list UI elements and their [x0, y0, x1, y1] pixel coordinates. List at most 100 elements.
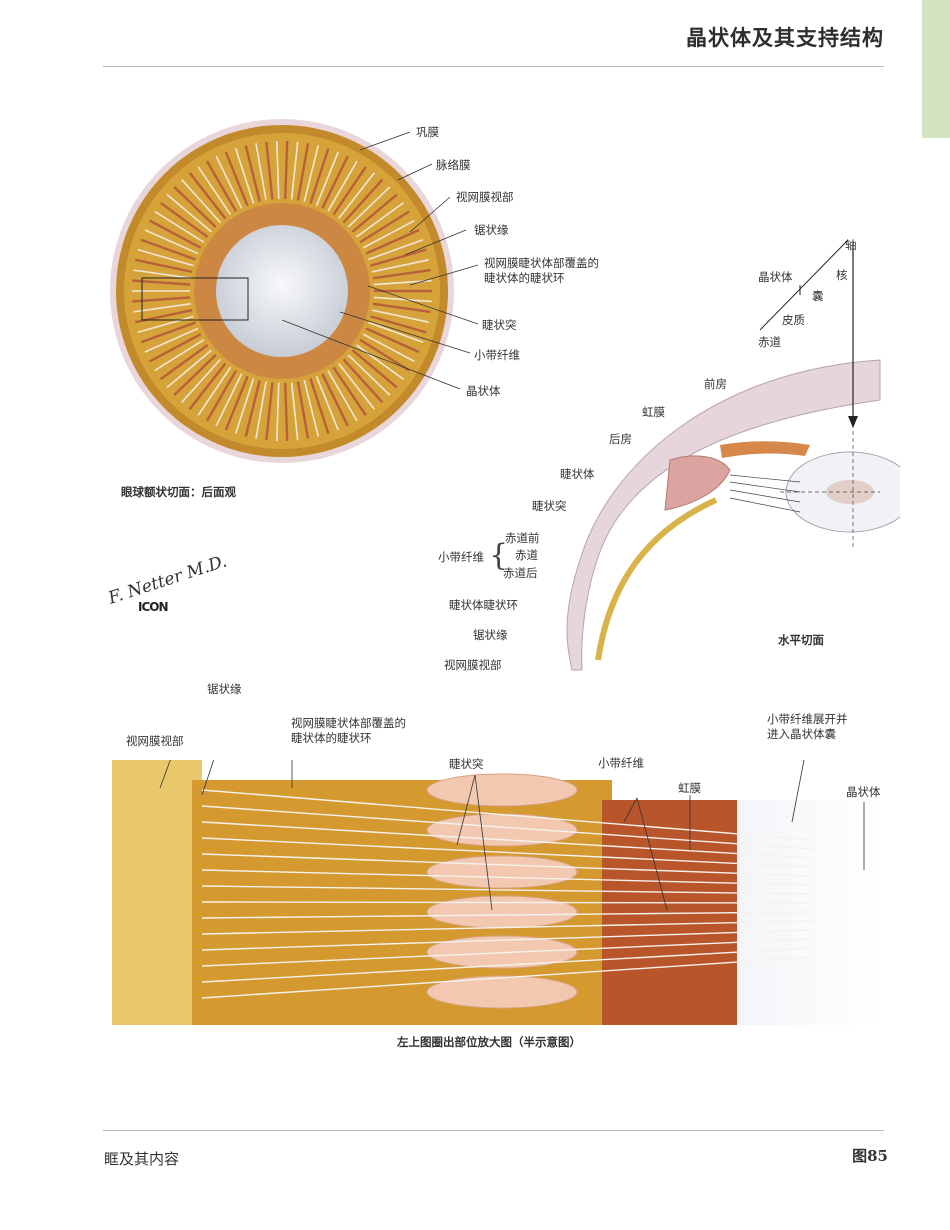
ciliary-process-ray	[362, 333, 415, 363]
ciliary-process-ray	[234, 148, 255, 204]
label-lens: 晶状体	[466, 384, 501, 398]
ciliary-process-ray	[359, 210, 410, 244]
label-ora-serrata: 锯状缘	[474, 223, 509, 237]
ciliary-processes-radial	[132, 141, 432, 441]
ciliary-process-ray	[154, 339, 205, 372]
zonular-fiber	[201, 911, 813, 919]
label-ciliary-process-b: 睫状突	[532, 499, 567, 513]
horizontal-section-illustration	[566, 239, 900, 671]
ciliary-process-ray	[351, 193, 398, 233]
ciliary-process-ray	[224, 151, 249, 207]
label-pre-equatorial: 赤道前	[505, 531, 540, 545]
icon-logo: ICON	[138, 600, 168, 614]
label-ciliary-process: 睫状突	[482, 318, 517, 332]
label-ciliary-ring-b: 睫状体睫状环	[449, 598, 518, 612]
label-ciliary-process-c: 睫状突	[449, 757, 484, 771]
label-iris-c: 虹膜	[678, 781, 701, 795]
label-retina-optic-c: 视网膜视部	[126, 734, 184, 748]
label-zonular-fibers: 小带纤维	[474, 348, 520, 362]
chapter-side-tab	[922, 0, 950, 138]
iris-shape	[720, 441, 810, 458]
ciliary-process-ray	[137, 315, 194, 334]
ciliary-process-ray	[188, 362, 227, 410]
ciliary-process-ray	[362, 219, 415, 249]
ciliary-process-ray	[303, 145, 320, 202]
ciliary-process-ray	[173, 354, 217, 397]
label-anterior-chamber: 前房	[704, 377, 727, 391]
ciliary-process-ray	[371, 259, 429, 273]
ciliary-process-ray	[290, 141, 299, 200]
zonular-fiber-lines	[201, 789, 813, 999]
frontal-section-illustration	[110, 119, 479, 463]
zonular-fiber	[201, 885, 813, 895]
label-ciliary-ring-1: 视网膜睫状体部覆盖的	[484, 256, 599, 270]
ciliary-process-ray	[154, 210, 205, 243]
ciliary-process-ray	[309, 378, 330, 435]
ciliary-process-ray	[197, 166, 232, 216]
ciliary-process-ray	[303, 380, 320, 437]
zonular-fiber	[201, 789, 813, 841]
zonular-fiber	[201, 901, 813, 904]
ciliary-processes-clusters	[426, 773, 578, 1009]
label-lens-b: 晶状体	[758, 270, 793, 284]
ciliary-body-shape	[664, 455, 731, 511]
zonular-fiber	[201, 805, 813, 850]
ciliary-process-ray	[205, 370, 238, 422]
ciliary-process-ray	[347, 354, 391, 396]
zonular-fiber	[201, 837, 813, 868]
figure-number: 图85	[852, 1147, 888, 1165]
zonular-fiber	[201, 956, 813, 999]
ciliary-process-ray	[342, 178, 384, 224]
label-ciliary-ring-2: 睫状体的睫状环	[484, 271, 565, 285]
ciliary-process-ray	[159, 344, 209, 381]
label-choroid: 脉络膜	[436, 158, 471, 172]
zonular-fiber	[201, 821, 813, 859]
label-cortex: 皮质	[782, 313, 805, 327]
label-ciliary-ring-c1: 视网膜睫状体部覆盖的	[291, 716, 406, 730]
ciliary-process-ray	[135, 258, 193, 274]
ciliary-process-ray	[355, 344, 404, 380]
ciliary-process-ray	[351, 349, 398, 389]
ciliary-process-ray	[355, 202, 404, 238]
ciliary-process-ray	[275, 382, 280, 441]
ciliary-process-ray	[140, 321, 196, 344]
ciliary-process-ray	[265, 382, 274, 441]
ciliary-process-ray	[148, 333, 202, 363]
ciliary-process-ray	[215, 155, 243, 209]
ciliary-process-ray	[371, 309, 429, 323]
label-ora-serrata-b: 锯状缘	[473, 628, 508, 642]
ciliary-process-ray	[244, 145, 261, 203]
label-capsule: 囊	[812, 289, 824, 303]
ciliary-process-ray	[205, 160, 238, 212]
label-post-equatorial: 赤道后	[503, 566, 538, 580]
ciliary-process-ray	[370, 315, 427, 334]
ciliary-process-cluster	[426, 773, 578, 807]
ciliary-process-ray	[265, 141, 274, 200]
magnified-region-illustration	[112, 760, 882, 1025]
ciliary-process-ray	[133, 303, 192, 313]
ciliary-process-ray	[137, 248, 194, 267]
ciliary-process-ray	[296, 381, 310, 439]
label-zonular-fibers-c: 小带纤维	[598, 756, 644, 770]
ciliary-process-ray	[173, 185, 217, 228]
caption-horizontal-section: 水平切面	[778, 633, 824, 647]
ciliary-process-ray	[315, 151, 339, 206]
ciliary-process-ray	[181, 178, 222, 224]
label-lens-c: 晶状体	[846, 785, 881, 799]
label-sclera: 巩膜	[416, 125, 439, 139]
page-title: 晶状体及其支持结构	[686, 26, 884, 50]
ciliary-process-ray	[315, 376, 339, 431]
ciliary-process-ray	[372, 302, 431, 314]
ciliary-process-ray	[215, 373, 243, 427]
ciliary-process-ray	[347, 186, 391, 228]
zonular-fiber	[201, 920, 813, 935]
ciliary-process-ray	[359, 338, 410, 372]
ciliary-process-ray	[255, 143, 267, 201]
label-posterior-chamber: 后房	[609, 432, 632, 446]
ciliary-process-ray	[244, 379, 261, 437]
label-zonular-spread-1: 小带纤维展开并	[767, 712, 848, 726]
ciliary-process-ray	[284, 382, 289, 441]
ciliary-process-ray	[284, 141, 289, 200]
ciliary-process-ray	[342, 358, 384, 404]
lens-disc	[216, 225, 348, 357]
